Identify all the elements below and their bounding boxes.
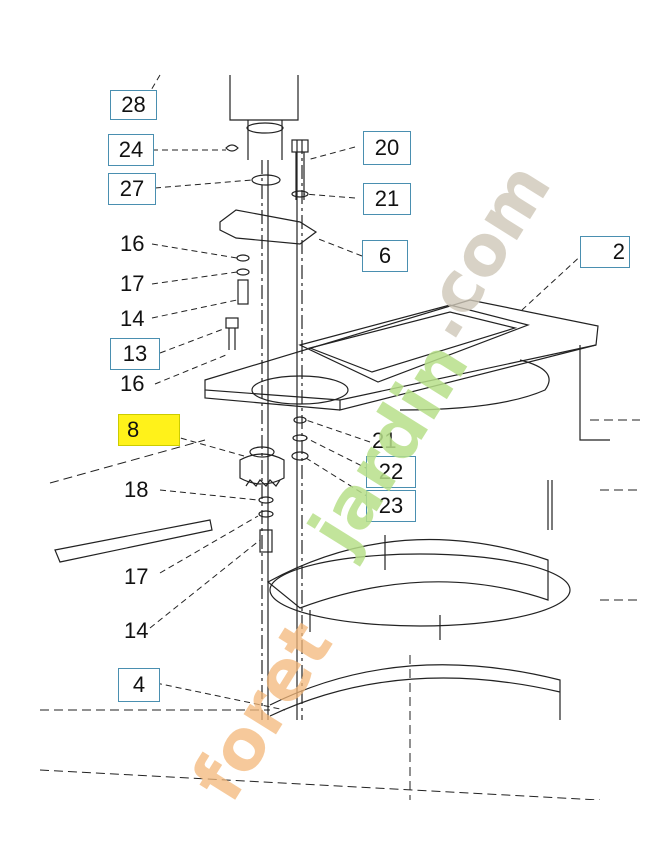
callout-6: 6 (362, 240, 408, 272)
bolt-20 (291, 139, 309, 200)
callout-14-upper: 14 (120, 306, 145, 331)
callout-20: 20 (363, 131, 411, 165)
callout-2: 2 (580, 236, 630, 268)
bracket-6 (219, 209, 318, 245)
callout-24: 24 (108, 134, 154, 166)
main-plate-2 (204, 299, 610, 441)
washer-stack-21-23 (291, 416, 309, 461)
callout-27: 27 (108, 173, 156, 205)
callout-13: 13 (110, 338, 160, 370)
callout-17-upper: 17 (120, 271, 145, 296)
callout-21-lower: 21 (372, 428, 397, 453)
pin-24 (225, 144, 239, 152)
callout-17-lower: 17 (124, 564, 149, 589)
callout-4: 4 (118, 668, 160, 702)
callout-14-lower: 14 (124, 618, 149, 643)
callout-18: 18 (124, 477, 149, 502)
exploded-parts-diagram (39, 74, 640, 800)
lower-plate-4 (269, 664, 561, 720)
coupling-8 (239, 446, 285, 487)
motor-shaft-column (229, 75, 303, 720)
callout-21-upper: 21 (363, 183, 411, 215)
callout-23: 23 (366, 490, 416, 522)
callout-22: 22 (366, 456, 416, 488)
bolt-13 (225, 317, 239, 350)
bolt-stack-lower (258, 496, 274, 553)
callout-8-highlighted: 8 (118, 414, 180, 446)
callout-16-upper: 16 (120, 231, 145, 256)
ring-frame (266, 480, 571, 640)
bolt-stack-upper (236, 254, 250, 305)
left-arm (54, 519, 213, 563)
washer-27 (251, 174, 281, 186)
callout-16-lower: 16 (120, 371, 145, 396)
callout-28: 28 (110, 90, 157, 120)
